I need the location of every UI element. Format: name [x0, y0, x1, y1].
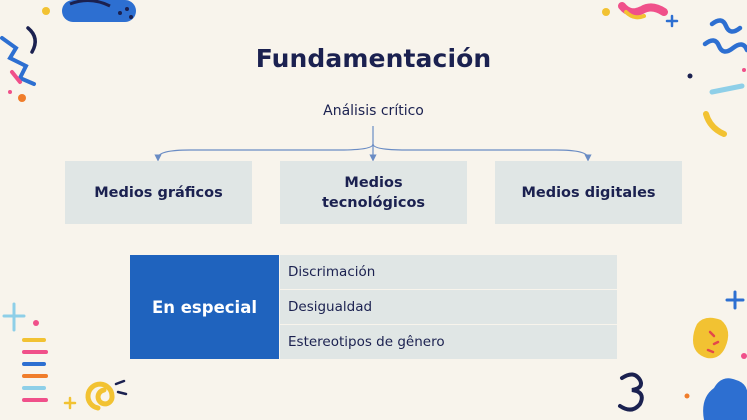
navy-dash [114, 379, 128, 396]
plus-sparkle [665, 14, 679, 28]
yellow-blob [693, 317, 729, 359]
special-label-text: En especial [151, 297, 257, 317]
list-item: Estereotipos de gênero [280, 325, 617, 359]
navy-dot [687, 73, 693, 79]
pink-dot [33, 320, 39, 326]
pink-dot [741, 353, 747, 359]
navy-curve [26, 26, 37, 54]
yellow-squiggle [624, 10, 646, 20]
light-blue-stroke [709, 83, 745, 95]
box-label: Medios digitales [521, 184, 656, 201]
list-item: Discrimación [280, 255, 617, 289]
plus-sparkle [725, 290, 745, 310]
list-item: Desigualdad [280, 290, 617, 324]
box-medios-digitales: Medios digitales [495, 161, 682, 224]
pink-dot [742, 68, 746, 72]
blue-squiggle [0, 36, 36, 86]
yellow-crescent [703, 111, 727, 137]
orange-squiggle [618, 2, 668, 17]
pink-dot [8, 90, 12, 94]
orange-dot [684, 393, 690, 399]
subtitle-analisis: Análisis crítico [323, 103, 424, 119]
pink-confetti [10, 70, 22, 84]
plus-sparkle [63, 396, 77, 410]
box-medios-tecnologicos: Medios tecnológicos [280, 161, 467, 224]
red-marks [706, 330, 720, 354]
special-list: Discrimación Desigualdad Estereotipos de… [279, 255, 617, 359]
striped-bars [22, 338, 48, 402]
orange-dot [18, 94, 26, 102]
special-block: En especial Discrimación Desigualdad Est… [130, 255, 617, 359]
blue-squiggle [709, 18, 743, 34]
special-label: En especial [130, 255, 279, 359]
box-label: Medios tecnológicos [321, 174, 426, 211]
yellow-dot [602, 8, 610, 16]
box-label: Medios gráficos [94, 184, 223, 201]
blue-squiggle [702, 38, 747, 54]
blue-blob [703, 378, 747, 420]
yellow-dot [42, 7, 50, 15]
plus-sparkle [2, 302, 26, 332]
blue-pill-shape [62, 0, 136, 22]
yellow-spiral [85, 381, 115, 411]
navy-three [618, 372, 644, 412]
box-medios-graficos: Medios gráficos [65, 161, 252, 224]
slide-title: Fundamentación [255, 44, 492, 73]
